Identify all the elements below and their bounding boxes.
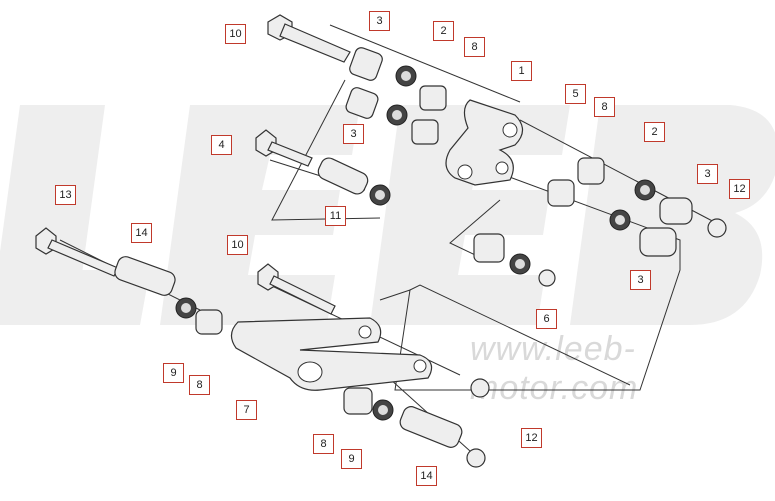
bearing-2-top [386, 65, 417, 126]
pin-14-left [114, 256, 176, 296]
callout-3: 3 [369, 11, 390, 31]
callout-5: 5 [565, 84, 586, 104]
callout-12: 12 [521, 428, 542, 448]
spacer-3-top [349, 47, 383, 81]
assembly-guide-lines [59, 24, 721, 461]
bolt-4 [255, 129, 313, 167]
callout-10: 10 [225, 24, 246, 44]
bearing-2-mid [369, 184, 391, 206]
callout-1: 1 [511, 61, 532, 81]
callout-2: 2 [644, 122, 665, 142]
callout-8: 8 [189, 375, 210, 395]
callout-7: 7 [236, 400, 257, 420]
callout-4: 4 [211, 135, 232, 155]
bottom-stack [343, 378, 490, 468]
callout-3: 3 [697, 164, 718, 184]
callout-14: 14 [416, 466, 437, 486]
callout-8: 8 [313, 434, 334, 454]
callout-8: 8 [594, 97, 615, 117]
bearing-9-left [175, 297, 223, 335]
callout-8: 8 [464, 37, 485, 57]
sleeve-11 [317, 157, 369, 195]
callout-11: 11 [325, 206, 346, 226]
bolt-13 [35, 227, 119, 277]
callout-3: 3 [343, 124, 364, 144]
callout-10: 10 [227, 235, 248, 255]
bushing-8-top [411, 85, 447, 145]
callout-3: 3 [630, 270, 651, 290]
callout-12: 12 [729, 179, 750, 199]
callout-2: 2 [433, 21, 454, 41]
callout-13: 13 [55, 185, 76, 205]
bolt-10-top [267, 14, 351, 63]
linkage-1 [445, 99, 524, 186]
bolt-10-mid [257, 263, 336, 315]
spacer-3-second [345, 87, 379, 119]
callout-9: 9 [163, 363, 184, 383]
lever-7 [230, 317, 433, 391]
callout-9: 9 [341, 449, 362, 469]
callout-14: 14 [131, 223, 152, 243]
bushing-5-stack [473, 233, 556, 287]
callout-6: 6 [536, 309, 557, 329]
right-stack [547, 157, 727, 257]
